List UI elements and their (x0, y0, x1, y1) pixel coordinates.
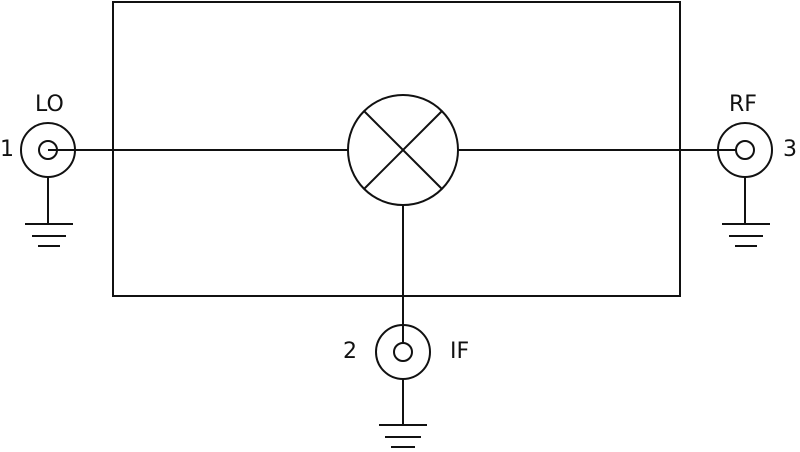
mixer-icon (347, 94, 459, 206)
rf-port-number: 3 (783, 137, 797, 162)
lo-ground-icon (25, 223, 73, 247)
lo-port-number: 1 (0, 137, 14, 162)
rf-ground-icon (722, 223, 770, 247)
lo-port-label: LO (35, 92, 64, 117)
if-port-number: 2 (343, 339, 357, 364)
rf-port-label: RF (729, 92, 757, 117)
if-port-label: IF (450, 339, 470, 364)
lo-connector-icon (20, 122, 76, 224)
if-connector-icon (375, 324, 431, 425)
rf-connector-icon (717, 122, 773, 224)
if-ground-icon (379, 424, 427, 448)
